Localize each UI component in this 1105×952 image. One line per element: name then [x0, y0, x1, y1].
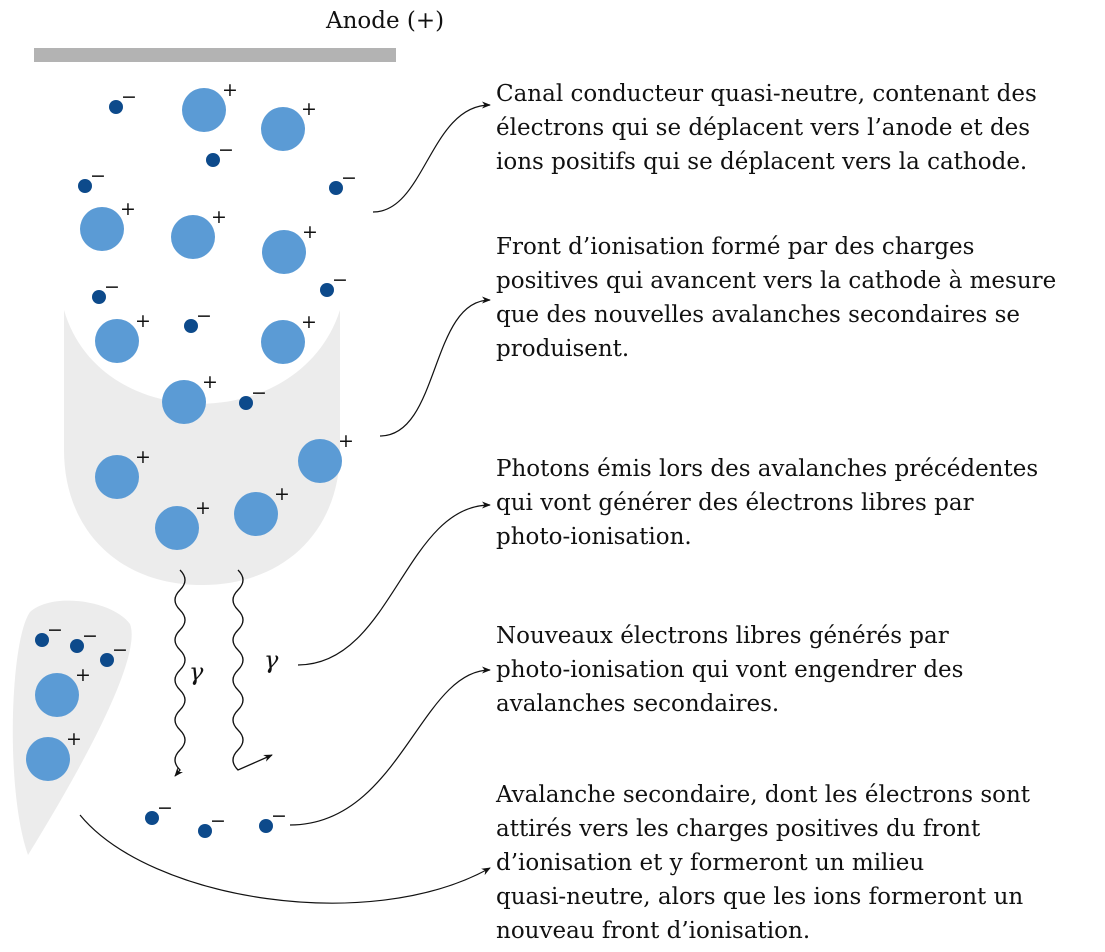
- electron: [35, 633, 49, 647]
- electron-charge-sign: −: [196, 305, 212, 327]
- electron: [78, 179, 92, 193]
- electron: [184, 319, 198, 333]
- annotation-line: photo-ionisation qui vont engendrer des: [496, 657, 963, 683]
- electron-charge-sign: −: [157, 797, 173, 819]
- ion-charge-sign: +: [66, 728, 82, 750]
- electron-charge-sign: −: [251, 382, 267, 404]
- annotation-front: Front d’ionisation formé par des charges…: [496, 234, 1064, 362]
- electron: [239, 396, 253, 410]
- ion-charge-sign: +: [301, 98, 317, 120]
- leader-free-electrons: [289, 666, 491, 826]
- electron-charge-sign: −: [218, 139, 234, 161]
- ion-charge-sign: +: [75, 664, 91, 686]
- leader-photons: [297, 501, 491, 666]
- ion-charge-sign: +: [120, 198, 136, 220]
- annotation-line: quasi-neutre, alors que les ions formero…: [496, 884, 1023, 910]
- particles-layer: ++++++++++++++−−−−−−−−−−−−−−: [26, 79, 357, 838]
- annotation-line: Avalanche secondaire, dont les électrons…: [495, 782, 1031, 808]
- positive-ion: [26, 737, 70, 781]
- electron-charge-sign: −: [104, 276, 120, 298]
- anode-bar: [34, 48, 396, 62]
- annotation-line: Photons émis lors des avalanches précéde…: [496, 456, 1038, 482]
- annotation-line: Canal conducteur quasi-neutre, contenant…: [496, 81, 1037, 107]
- positive-ion: [261, 320, 305, 364]
- positive-ion: [80, 207, 124, 251]
- electron: [109, 100, 123, 114]
- electron-charge-sign: −: [90, 165, 106, 187]
- electron: [100, 653, 114, 667]
- ion-charge-sign: +: [302, 221, 318, 243]
- annotation-line: positives qui avancent vers la cathode à…: [496, 268, 1056, 294]
- annotation-line: produisent.: [496, 336, 629, 362]
- annotation-photons: Photons émis lors des avalanches précéde…: [496, 456, 1045, 550]
- ion-charge-sign: +: [274, 483, 290, 505]
- positive-ion: [261, 107, 305, 151]
- annotation-free-electrons: Nouveaux électrons libres générés par ph…: [496, 623, 971, 717]
- annotation-line: Nouveaux électrons libres générés par: [496, 623, 949, 649]
- electron: [329, 181, 343, 195]
- electron-charge-sign: −: [332, 269, 348, 291]
- electron-charge-sign: −: [271, 805, 287, 827]
- ion-charge-sign: +: [301, 311, 317, 333]
- electron-charge-sign: −: [210, 810, 226, 832]
- annotation-line: qui vont générer des électrons libres pa…: [496, 490, 974, 516]
- electron-charge-sign: −: [341, 167, 357, 189]
- annotation-line: ions positifs qui se déplacent vers la c…: [496, 149, 1027, 175]
- annotation-line: électrons qui se déplacent vers l’anode …: [496, 115, 1030, 141]
- positive-ion: [35, 673, 79, 717]
- electron: [320, 283, 334, 297]
- photon-symbol-left: γ: [189, 658, 204, 686]
- electron: [92, 290, 106, 304]
- annotation-secondary-avalanche: Avalanche secondaire, dont les électrons…: [495, 782, 1037, 944]
- leader-front: [379, 296, 491, 437]
- annotation-line: nouveau front d’ionisation.: [496, 918, 810, 944]
- ion-charge-sign: +: [195, 497, 211, 519]
- ion-charge-sign: +: [338, 430, 354, 452]
- positive-ion: [95, 319, 139, 363]
- electron-charge-sign: −: [82, 625, 98, 647]
- ion-charge-sign: +: [135, 310, 151, 332]
- positive-ion: [262, 230, 306, 274]
- annotation-channel: Canal conducteur quasi-neutre, contenant…: [496, 81, 1044, 175]
- ion-charge-sign: +: [222, 79, 238, 101]
- annotation-line: Front d’ionisation formé par des charges: [496, 234, 974, 260]
- ion-charge-sign: +: [135, 446, 151, 468]
- positive-ion: [95, 455, 139, 499]
- leader-secondary-avalanche: [79, 814, 491, 904]
- annotation-line: attirés vers les charges positives du fr…: [496, 816, 981, 842]
- positive-ion: [234, 492, 278, 536]
- electron: [198, 824, 212, 838]
- annotation-line: d’ionisation et y formeront un milieu: [496, 850, 924, 876]
- anode-label: Anode (+): [325, 8, 444, 34]
- electron-charge-sign: −: [112, 639, 128, 661]
- annotation-line: avalanches secondaires.: [496, 691, 779, 717]
- positive-ion: [162, 380, 206, 424]
- electron: [70, 639, 84, 653]
- electron: [259, 819, 273, 833]
- leader-channel: [372, 101, 491, 213]
- electron: [145, 811, 159, 825]
- photon-wave-right: [232, 569, 273, 771]
- electron-charge-sign: −: [121, 86, 137, 108]
- photon-symbol-right: γ: [264, 646, 279, 674]
- annotation-line: que des nouvelles avalanches secondaires…: [496, 302, 1020, 328]
- ion-charge-sign: +: [202, 371, 218, 393]
- positive-ion: [298, 439, 342, 483]
- electron-charge-sign: −: [47, 619, 63, 641]
- positive-ion: [182, 88, 226, 132]
- positive-ion: [155, 506, 199, 550]
- annotation-line: photo-ionisation.: [496, 524, 692, 550]
- electron: [206, 153, 220, 167]
- ion-charge-sign: +: [211, 206, 227, 228]
- positive-ion: [171, 215, 215, 259]
- photon-wave-left: [174, 569, 186, 777]
